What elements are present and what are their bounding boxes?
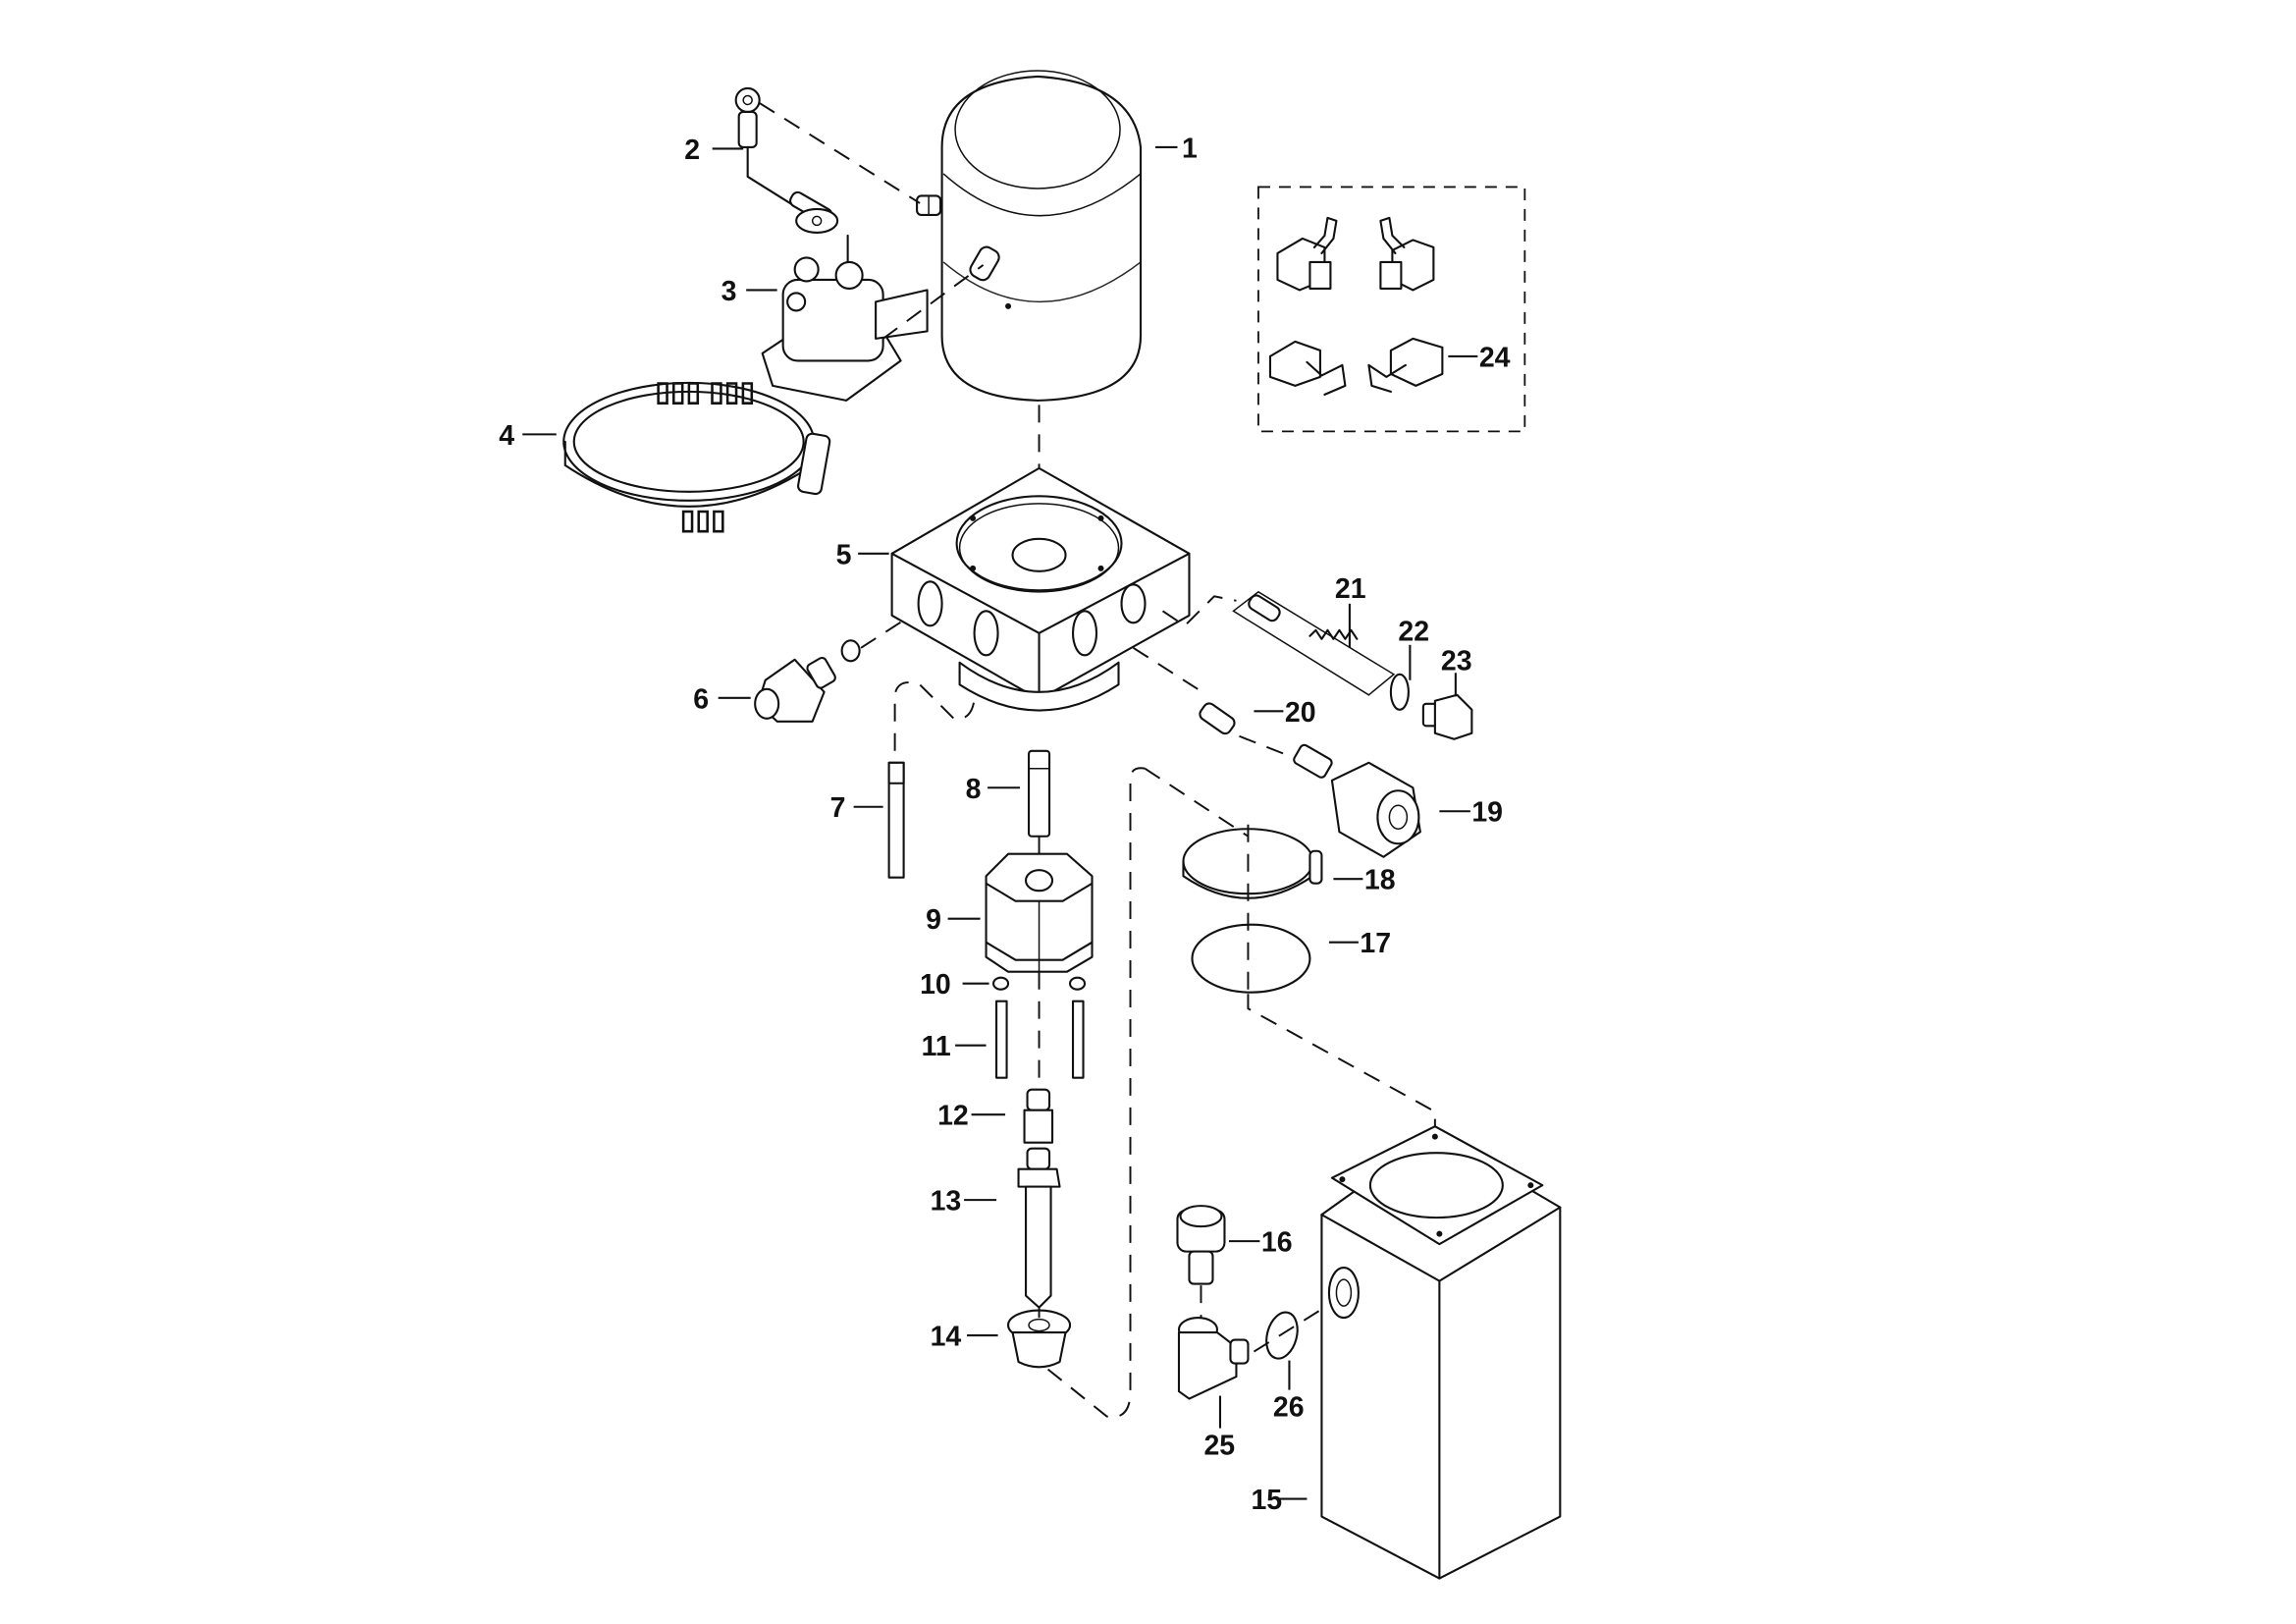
elbow-fitting: [1177, 1317, 1250, 1400]
o-ring-seal: [1191, 923, 1311, 994]
callout-10: 10: [920, 969, 951, 1001]
callout-15: 15: [1251, 1485, 1282, 1516]
callout-3: 3: [721, 276, 737, 307]
callout-9: 9: [926, 904, 941, 936]
callout-11: 11: [922, 1031, 951, 1062]
callout-20: 20: [1285, 697, 1316, 729]
adapter-fitting: [1023, 1088, 1054, 1144]
callout-23: 23: [1441, 645, 1472, 677]
washers: [992, 976, 1087, 991]
o-ring-22: [1389, 673, 1410, 711]
callout-4: 4: [499, 420, 514, 452]
callout-24: 24: [1479, 342, 1511, 373]
callout-19: 19: [1471, 797, 1503, 829]
callout-1: 1: [1182, 133, 1198, 164]
brush-4: [1367, 337, 1444, 393]
breather-cap: [1176, 1205, 1226, 1285]
motor: [916, 70, 1143, 402]
motor-brush-kit: [1257, 186, 1526, 433]
starter-solenoid: [761, 234, 929, 402]
callout-16: 16: [1261, 1227, 1293, 1259]
suction-filter: [1007, 1309, 1072, 1369]
callout-6: 6: [693, 683, 709, 715]
callout-21: 21: [1335, 573, 1366, 605]
motor-terminal-lower: [969, 245, 1000, 282]
suction-tube: [1017, 1147, 1061, 1309]
callout-12: 12: [937, 1101, 969, 1132]
callout-2: 2: [684, 135, 700, 166]
gear-pump: [985, 852, 1094, 973]
tank-clamp: [1182, 828, 1323, 899]
callout-8: 8: [966, 774, 982, 805]
callout-5: 5: [836, 539, 852, 570]
callout-26: 26: [1273, 1392, 1305, 1424]
brush-1: [1276, 216, 1338, 292]
clamp-slots-2: ▯▯▯: [680, 504, 726, 535]
callout-22: 22: [1398, 616, 1429, 647]
callout-14: 14: [931, 1322, 962, 1353]
check-valve: [1199, 702, 1236, 735]
callout-17: 17: [1360, 928, 1391, 959]
plug: [1421, 693, 1473, 740]
hose-clamp: ▯▯▯ ▯▯▯ ▯▯▯: [562, 376, 831, 535]
brush-3: [1268, 340, 1347, 396]
pump-bolts: [995, 1000, 1085, 1079]
clamp-slots-1: ▯▯▯ ▯▯▯: [655, 376, 755, 407]
callout-18: 18: [1364, 865, 1396, 896]
return-tube: [887, 761, 905, 879]
brush-2: [1379, 216, 1435, 292]
motor-terminal-upper: [916, 194, 942, 216]
drive-coupling: [1028, 749, 1051, 838]
callout-7: 7: [830, 792, 846, 824]
valve-cartridge: [1232, 590, 1396, 696]
center-manifold-block: [890, 466, 1191, 712]
reservoir-tank: [1320, 1125, 1562, 1580]
solenoid-valve: [1293, 743, 1421, 858]
o-ring-26: [1265, 1311, 1299, 1360]
callout-25: 25: [1203, 1431, 1235, 1462]
battery-cable: [734, 86, 839, 234]
relief-valve: [754, 639, 861, 723]
callout-13: 13: [931, 1186, 962, 1218]
